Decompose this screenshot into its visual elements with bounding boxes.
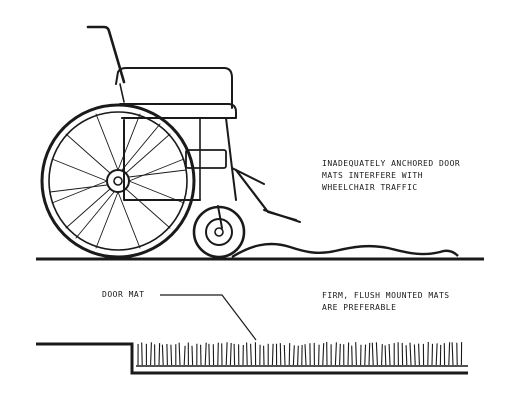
mat-bristle [297,345,299,366]
lower-floor-outline [36,342,468,375]
mat-bristle [418,343,420,366]
mat-bristle [448,342,451,366]
mat-bristle [288,343,291,366]
mat-bristle [351,345,353,366]
mat-bristle [246,342,248,366]
bottom-note: FIRM, FLUSH MOUNTED MATS ARE PREFERABLE [322,290,450,314]
bottom-note-line-2: ARE PREFERABLE [322,303,397,312]
mat-bristle [150,342,152,366]
mat-bristle [166,343,168,366]
mat-bristle [371,342,374,366]
mat-bristle [204,342,207,366]
mat-bristle [368,342,371,366]
mat-bristle [304,344,307,366]
wheelchair-icon [40,25,301,259]
mat-bristle [322,343,325,366]
mat-bristle [250,343,252,366]
mat-bristle [451,342,454,366]
mat-bristle [292,345,295,366]
loose-mat-icon [231,242,459,259]
mat-bristle [409,342,412,366]
top-note-line-3: WHEELCHAIR TRAFFIC [322,183,418,192]
mat-bristle [191,345,194,366]
mat-bristle [334,342,337,366]
mat-bristle [339,343,341,366]
mat-bristle [233,343,236,366]
mat-bristle [183,345,186,366]
mat-bristle [388,343,391,366]
mat-bristle [141,342,143,366]
mat-bristle [364,344,367,366]
mat-bristle [178,342,181,366]
mat-bristle [229,342,232,366]
mat-bristle [381,344,383,366]
top-note-line-2: MATS INTERFERE WITH [322,171,424,180]
flush-mat-icon [137,341,463,366]
mat-bristle [375,342,378,366]
mat-bristle [355,342,357,366]
top-note-line-1: INADEQUATELY ANCHORED DOOR [322,159,461,168]
mat-bristle [384,345,387,366]
mat-bristle [208,343,210,366]
top-note: INADEQUATELY ANCHORED DOOR MATS INTERFER… [322,158,460,194]
mat-bristle [158,343,161,366]
mat-bristle [427,341,429,366]
mat-bristle [271,343,274,366]
mat-bristle [405,345,408,366]
mat-bristle [279,343,282,366]
door-mat-leader-line [160,294,257,341]
mat-bristle [347,342,350,366]
mat-bristle [217,342,219,366]
mat-bristle [161,344,164,366]
mat-bristle [413,344,416,366]
mat-bristle [435,343,438,366]
door-mat-label: DOOR MAT [102,290,145,299]
bottom-note-line-1: FIRM, FLUSH MOUNTED MATS [322,291,450,300]
mat-bristle [283,344,286,366]
mat-bristle [431,343,434,366]
mat-bristle [225,342,228,366]
mat-bristle [170,344,173,366]
mat-bristle [318,344,320,366]
